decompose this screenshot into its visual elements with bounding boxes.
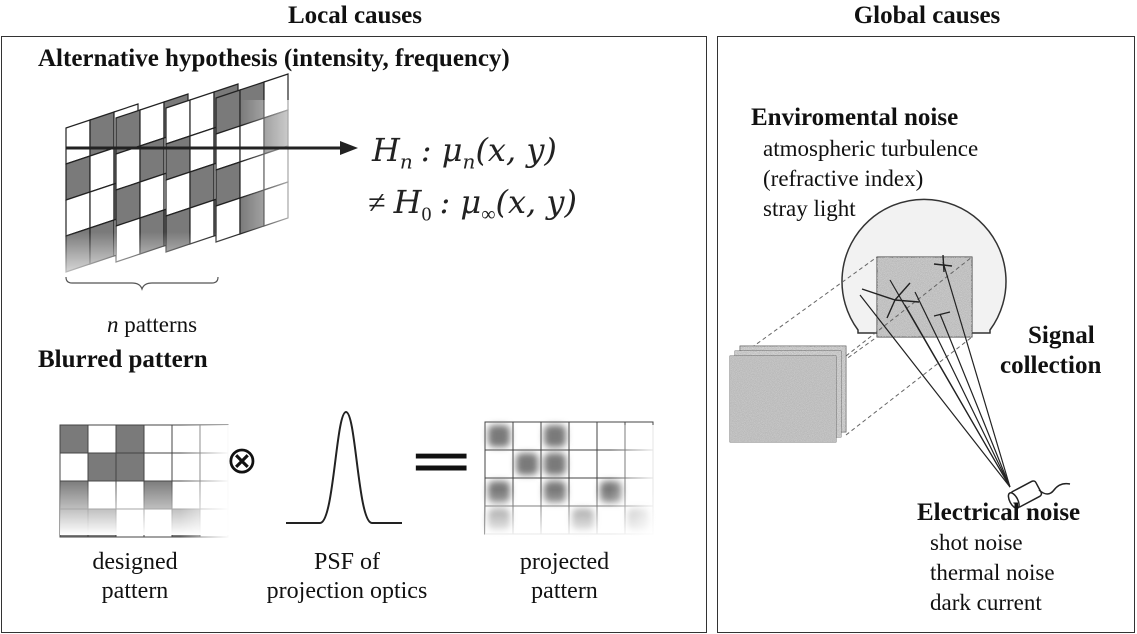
- local-causes-header: Local causes: [287, 2, 423, 29]
- env-item: atmospheric turbulence: [763, 136, 979, 161]
- h0-formula: ≠ H0 : μ∞(x, y): [368, 183, 577, 226]
- n-patterns-label: n patterns: [107, 312, 197, 338]
- psf-line2: projection optics: [266, 578, 428, 604]
- global-causes-panel: [717, 36, 1135, 633]
- projected-pattern-label: projected pattern: [482, 548, 647, 606]
- designed-line2: pattern: [101, 578, 169, 604]
- signal-rays: [859, 261, 1011, 488]
- h0-args: (x, y): [495, 183, 577, 221]
- detector-icon: [1007, 480, 1071, 510]
- h0-mu-subscript: ∞: [481, 203, 496, 226]
- psf-label: PSF of projection optics: [252, 548, 442, 606]
- signal-line2: collection: [1000, 352, 1102, 379]
- designed-pattern-label: designed pattern: [55, 548, 215, 606]
- patterns-word: patterns: [118, 312, 198, 337]
- elec-item: dark current: [930, 590, 1042, 615]
- hn-formula: Hn : μn(x, y): [372, 131, 557, 173]
- hn-args: (x, y): [475, 131, 557, 169]
- local-causes-panel: [1, 36, 707, 633]
- signal-collection-label: Signal collection: [1000, 321, 1132, 381]
- convolve-symbol: ⊗: [226, 438, 258, 482]
- noisy-sheet-stack: [729, 345, 847, 443]
- noisy-square: [877, 257, 972, 337]
- environmental-noise-list: atmospheric turbulence (refractive index…: [763, 134, 978, 224]
- h0-mu: : μ: [439, 183, 482, 221]
- electrical-noise-list: shot noise thermal noise dark current: [930, 528, 1055, 618]
- h0-subscript: 0: [421, 203, 432, 226]
- env-item: (refractive index): [763, 166, 924, 191]
- environmental-noise-title: Enviromental noise: [751, 104, 959, 131]
- patterns-brace: [65, 276, 219, 291]
- hn-mu: : μ: [420, 131, 463, 169]
- hn-mu-subscript: n: [462, 149, 476, 174]
- elec-item: shot noise: [930, 530, 1023, 555]
- alt-hypothesis-title: Alternative hypothesis (intensity, frequ…: [38, 45, 510, 72]
- equals-symbol: =: [407, 426, 476, 496]
- not-equal-symbol: ≠: [368, 184, 386, 220]
- electrical-noise-title: Electrical noise: [917, 499, 1081, 526]
- elec-item: thermal noise: [930, 560, 1055, 585]
- psf-line1: PSF of: [313, 549, 381, 575]
- n-variable: n: [107, 312, 119, 337]
- h0-symbol: H: [393, 183, 422, 221]
- hn-subscript: n: [399, 149, 413, 174]
- projected-line2: pattern: [531, 578, 598, 604]
- signal-line1: Signal: [1028, 322, 1095, 349]
- global-causes-header: Global causes: [853, 2, 1001, 29]
- hn-symbol: H: [372, 131, 400, 169]
- scatter-arrows: [861, 254, 953, 319]
- designed-line1: designed: [92, 549, 178, 575]
- arrow-head: [340, 141, 358, 155]
- env-item: stray light: [763, 196, 856, 221]
- psf-curve: [286, 410, 402, 524]
- blurred-pattern-title: Blurred pattern: [38, 346, 208, 373]
- projected-line1: projected: [519, 549, 610, 575]
